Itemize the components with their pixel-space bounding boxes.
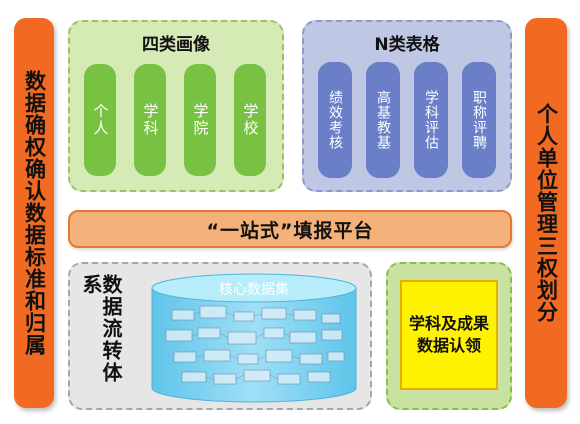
table-item-evaluation: 学科评估	[414, 62, 448, 178]
right-side-bar: 个人单位管理三权划分	[525, 18, 567, 408]
platform-bar: “一站式”填报平台	[68, 210, 512, 248]
left-side-bar-text: 数据确权确认数据标准和归属	[22, 70, 47, 356]
claim-line-1: 学科及成果	[408, 314, 489, 334]
portrait-item-personal: 个人	[84, 64, 116, 176]
database-label: 核心数据集	[219, 281, 289, 298]
platform-text: “一站式”填报平台	[206, 219, 374, 242]
table-item-label: 学科评估	[423, 90, 439, 150]
data-flow-label-wrap: 数据流转体系	[79, 274, 123, 400]
table-item-performance: 绩效考核	[318, 62, 352, 178]
table-item-title-review: 职称评聘	[462, 62, 496, 178]
table-item-label: 绩效考核	[327, 90, 343, 150]
left-side-bar: 数据确权确认数据标准和归属	[14, 18, 54, 408]
table-panel: N类表格 绩效考核 高基教基 学科评估 职称评聘	[302, 20, 512, 192]
portrait-item-school: 学校	[234, 64, 266, 176]
portrait-item-label: 学科	[141, 103, 160, 137]
portrait-item-label: 学校	[241, 103, 260, 137]
data-flow-panel: 数据流转体系	[68, 262, 372, 410]
portrait-item-label: 学院	[191, 103, 210, 137]
table-item-statistics: 高基教基	[366, 62, 400, 178]
portrait-panel: 四类画像 个人 学科 学院 学校	[68, 20, 284, 192]
database-cylinder-icon: 核心数据集	[151, 273, 357, 403]
table-item-label: 高基教基	[375, 90, 391, 150]
table-item-label: 职称评聘	[471, 90, 487, 150]
portrait-panel-title: 四类画像	[142, 35, 210, 55]
portrait-item-discipline: 学科	[134, 64, 166, 176]
claim-box: 学科及成果 数据认领	[400, 280, 498, 390]
right-side-bar-text: 个人单位管理三权划分	[534, 103, 559, 323]
portrait-item-college: 学院	[184, 64, 216, 176]
claim-panel: 学科及成果 数据认领	[386, 262, 512, 410]
table-panel-title: N类表格	[374, 35, 440, 55]
portrait-item-label: 个人	[91, 103, 110, 137]
claim-line-2: 数据认领	[416, 336, 481, 355]
data-flow-label: 数据流转体系	[79, 274, 123, 384]
